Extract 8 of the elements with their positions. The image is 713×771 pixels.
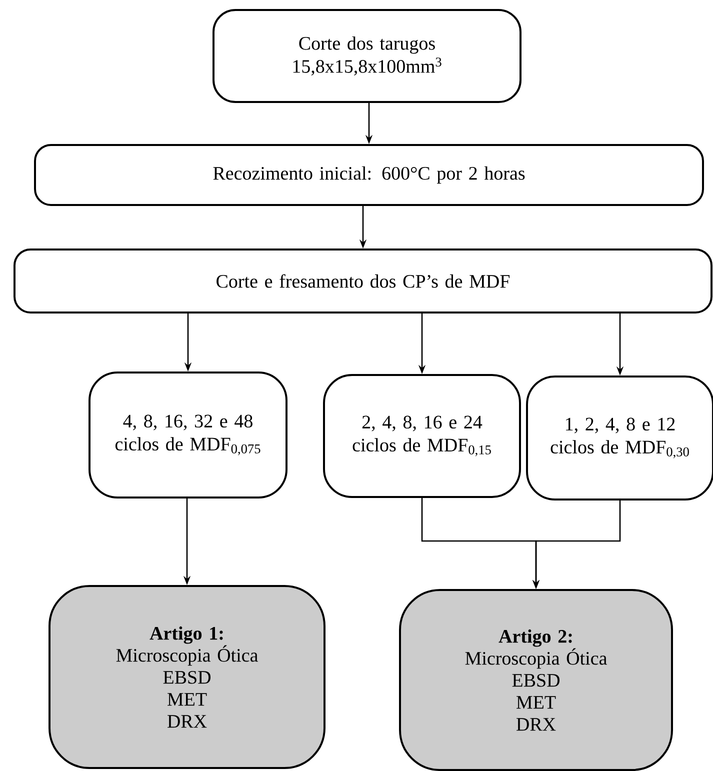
- process-box: Corte e fresamento dos CP’s de MDF: [14, 248, 712, 314]
- process-box: Recozimento inicial: 600°C por 2 horas: [34, 144, 704, 206]
- process-box: 2, 4, 8, 16 e 24 ciclos de MDF$_{0,15}$: [323, 374, 521, 498]
- process-box: Artigo 1: Microscopia Ótica EBSD MET DRX: [48, 585, 326, 769]
- process-box: 1, 2, 4, 8 e 12 ciclos de MDF$_{0,30}$: [526, 376, 713, 500]
- process-box: 4, 8, 16, 32 e 48 ciclos de MDF$_{0,075}$: [88, 372, 288, 498]
- process-box: Corte dos tarugos 15,8x15,8x100mm$^{3}$: [212, 9, 522, 103]
- process-box: Artigo 2: Microscopia Ótica EBSD MET DRX: [399, 589, 673, 771]
